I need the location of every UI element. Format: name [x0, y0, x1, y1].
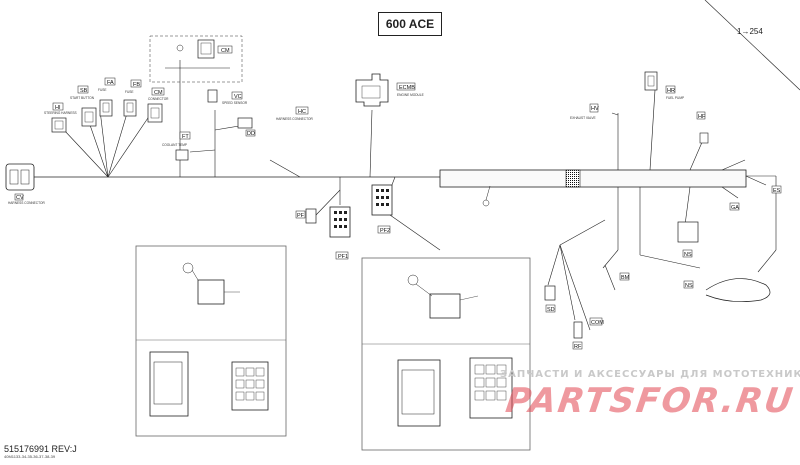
svg-text:FUSE: FUSE	[98, 88, 107, 92]
tag-hi: HI	[55, 105, 61, 111]
svg-text:FUEL PUMP: FUEL PUMP	[666, 96, 684, 100]
connector-rf: RF	[572, 321, 583, 350]
connector-fa: FA FUSE	[98, 77, 116, 117]
sensor-cable	[705, 278, 771, 302]
tag-vc: VC	[234, 94, 242, 100]
tag-bm: BM	[621, 275, 630, 281]
svg-text:CONNECTOR: CONNECTOR	[148, 97, 169, 101]
tag-hr: HR	[667, 88, 675, 94]
connector-fb: FB FUSE	[123, 79, 142, 117]
connector-ns2: NS	[683, 280, 694, 289]
tag-com: COM	[591, 320, 604, 326]
tag-dd: DD	[247, 131, 255, 137]
connector-cv: CV HARNESS CONNECTOR	[5, 163, 45, 205]
connector-hv: HV EXHAUST VALVE	[570, 103, 599, 120]
svg-text:STEERING HARNESS: STEERING HARNESS	[44, 111, 77, 115]
detail-panel-1	[135, 245, 287, 437]
watermark-caption: ЗАПЧАСТИ И АКСЕССУАРЫ ДЛЯ МОТОТЕХНИКИ	[500, 369, 800, 380]
connector-hi: HI STEERING HARNESS	[44, 102, 77, 133]
svg-text:ENGINE MODULE: ENGINE MODULE	[397, 93, 424, 97]
tag-pf1: PF1	[338, 254, 348, 260]
connector-ns: NS	[677, 221, 699, 258]
tag-fb: FB	[133, 82, 140, 88]
connector-cm-top: CM	[149, 35, 243, 83]
connector-sd: SD	[544, 285, 556, 313]
connector-bm: BM	[619, 272, 630, 281]
tag-sb: SB	[80, 88, 88, 94]
detail-panel-2	[361, 257, 531, 451]
diagram-title: 600 ACE	[378, 12, 442, 36]
tag-cv: CV	[16, 195, 24, 201]
tag-cm-top: CM	[221, 48, 230, 54]
harness-tape	[565, 169, 581, 188]
tag-es: ES	[773, 188, 781, 194]
svg-text:HARNESS CONNECTOR: HARNESS CONNECTOR	[276, 117, 313, 121]
tag-hv: HV	[591, 106, 599, 112]
sub-reference: 40M1133-34-35-36-37-38-39	[4, 454, 56, 459]
tag-ns2: NS	[685, 283, 693, 289]
connector-cm-left: CM CONNECTOR	[147, 87, 169, 123]
tag-ft: FT	[182, 134, 189, 140]
watermark-logo: PARTSFOR.RU	[503, 381, 797, 421]
connector-hr: HR FUEL PUMP	[644, 71, 684, 100]
tag-hf: HF	[698, 114, 706, 120]
connector-ecmb: ECMB ENGINE MODULE	[355, 73, 424, 107]
connector-hc: HC HARNESS CONNECTOR	[276, 106, 313, 121]
connector-hf: HF	[696, 111, 709, 144]
corner-line	[704, 0, 800, 91]
connector-pf1: PF1	[329, 206, 351, 260]
svg-text:FUSE: FUSE	[125, 90, 134, 94]
connector-ga: GA	[729, 202, 739, 211]
connector-com: COM	[589, 317, 604, 326]
svg-text:HARNESS CONNECTOR: HARNESS CONNECTOR	[8, 201, 45, 205]
right-branches	[547, 89, 777, 331]
connector-sb: SB START BUTTON	[70, 85, 97, 127]
tag-ecmb: ECMB	[399, 85, 415, 91]
svg-text:SPEED SENSOR: SPEED SENSOR	[222, 101, 248, 105]
tag-hc: HC	[298, 109, 306, 115]
part-number: 515176991 REV:J	[4, 444, 77, 454]
connector-ft: FT COOLANT TEMP	[162, 131, 191, 161]
connector-dd: DD	[237, 117, 256, 137]
svg-text:START BUTTON: START BUTTON	[70, 96, 95, 100]
page-reference: 1→254	[737, 27, 763, 36]
tag-ga: GA	[731, 205, 739, 211]
tag-fa: FA	[107, 80, 114, 86]
connector-pf: PF	[295, 208, 317, 224]
svg-text:EXHAUST VALVE: EXHAUST VALVE	[570, 116, 596, 120]
connector-vc: VC SPEED SENSOR	[207, 89, 248, 105]
tag-cm-left: CM	[154, 90, 163, 96]
tag-pf2: PF2	[380, 228, 390, 234]
tag-ns: NS	[684, 252, 692, 258]
svg-text:COOLANT TEMP: COOLANT TEMP	[162, 143, 187, 147]
tag-rf: RF	[574, 344, 582, 350]
main-harness	[25, 169, 776, 207]
connector-pf2: PF2	[371, 184, 393, 234]
tag-pf: PF	[297, 213, 305, 219]
connector-es: ES	[771, 185, 782, 194]
tag-sd: SD	[547, 307, 555, 313]
